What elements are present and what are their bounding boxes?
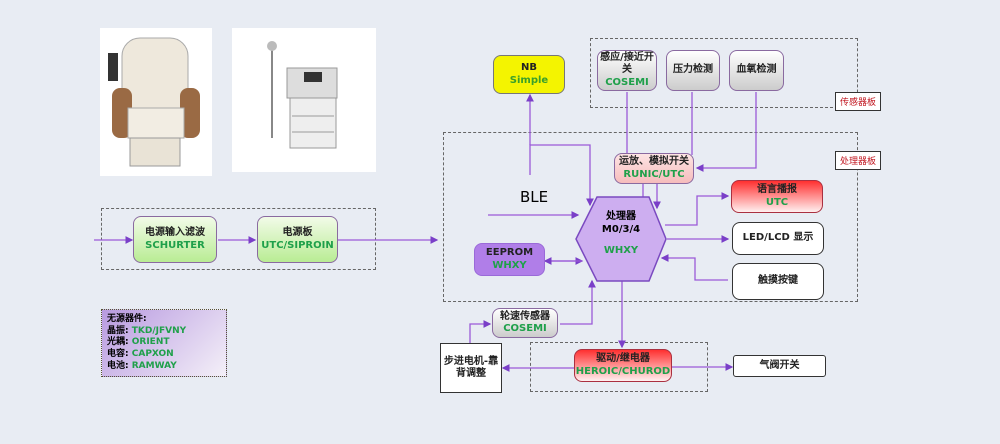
passive-value: ORIENT: [131, 337, 170, 348]
passive-title: 无源器件:: [107, 314, 147, 324]
voice-sub: UTC: [765, 196, 789, 208]
motor-title: 步进电机-靠背调整: [443, 355, 499, 380]
stepper-motor: 步进电机-靠背调整: [440, 343, 502, 393]
proximity-sub: COSEMI: [605, 76, 649, 88]
pressure-detect: 压力检测: [666, 50, 720, 91]
ble-label: BLE: [520, 188, 549, 206]
valve-title: 气阀开关: [759, 359, 800, 371]
oxygen-title: 血氧检测: [736, 64, 777, 76]
power-group: [101, 208, 376, 270]
cpu-model: M0/3/4: [601, 224, 641, 235]
pressure-title: 压力检测: [673, 64, 713, 76]
display-title: LED/LCD 显示: [742, 232, 814, 244]
cpu-sub: WHXY: [603, 245, 639, 256]
air-valve-switch: 气阀开关: [733, 355, 826, 377]
nb-sub: Simple: [509, 74, 549, 86]
medical-cart-image: [232, 28, 376, 172]
driver-sub: HEROIC/CHUROD: [575, 365, 671, 377]
eeprom-title: EEPROM: [485, 247, 534, 258]
power-board-sub: UTC/SIPROIN: [261, 239, 334, 251]
proximity-title: 感应/接近开关: [600, 51, 654, 76]
opamp-sub: RUNIC/UTC: [623, 168, 685, 180]
passive-value: RAMWAY: [131, 360, 177, 371]
voice-title: 语言播报: [757, 184, 797, 195]
nb-title: NB: [521, 62, 537, 73]
processor-hexagon: [575, 196, 667, 282]
eeprom-sub: WHXY: [492, 259, 527, 271]
sensor-board-label: 传感器板: [835, 92, 882, 111]
passive-value: CAPXON: [131, 349, 174, 360]
touch-keys: 触摸按键: [732, 263, 824, 300]
passive-value: TKD/JFVNY: [131, 325, 187, 336]
power-filter-title: 电源输入滤波: [145, 227, 205, 238]
power-filter-sub: SCHURTER: [145, 239, 205, 251]
passive-key: 光耦:: [107, 337, 129, 348]
passive-key: 电容:: [107, 349, 129, 360]
driver-title: 驱动/继电器: [596, 353, 650, 364]
touch-title: 触摸按键: [758, 275, 798, 287]
cpu-title: 处理器: [606, 211, 636, 222]
power-board-title: 电源板: [282, 227, 313, 238]
wheel-sub: COSEMI: [503, 323, 547, 334]
oxygen-detect: 血氧检测: [729, 50, 784, 91]
passive-key: 电池:: [107, 360, 129, 371]
led-lcd-display: LED/LCD 显示: [732, 222, 824, 255]
opamp-title: 运放、模拟开关: [619, 156, 689, 167]
passive-key: 晶振:: [107, 325, 129, 336]
passive-components: 无源器件: 晶振: TKD/JFVNY 光耦: ORIENT 电容: CAPXO…: [101, 309, 227, 377]
sensor-board-group: [590, 38, 858, 108]
processor-board-label: 处理器板: [835, 151, 882, 170]
wheel-title: 轮速传感器: [500, 310, 550, 322]
massage-chair-image: [100, 28, 212, 176]
processor-board-group: [443, 132, 858, 302]
